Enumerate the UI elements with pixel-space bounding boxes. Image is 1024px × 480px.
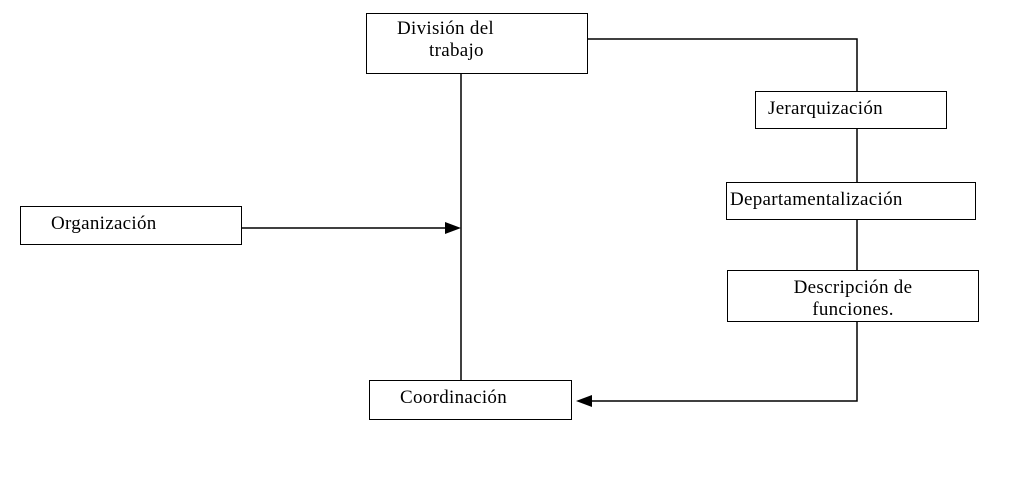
connector-division-jerarquizacion — [588, 38, 858, 91]
node-coordinacion: Coordinación — [369, 380, 572, 420]
node-coordinacion-label: Coordinación — [400, 387, 508, 408]
node-division-line1: División del — [397, 18, 495, 39]
connector-descripcion-coordinacion — [592, 322, 858, 402]
node-division-del-trabajo: División del trabajo — [366, 13, 588, 74]
node-departamentalizacion-label: Departamentalización — [730, 189, 903, 210]
node-jerarquizacion-label: Jerarquización — [768, 98, 883, 119]
arrowhead-coordinacion — [576, 395, 592, 407]
node-departamentalizacion: Departamentalización — [726, 182, 976, 220]
node-division-line2: trabajo — [429, 40, 484, 61]
node-organizacion-label: Organización — [51, 213, 157, 234]
node-organizacion: Organización — [20, 206, 242, 245]
node-descripcion-de-funciones: Descripción de funciones. — [727, 270, 979, 322]
arrowhead-organizacion — [445, 222, 461, 234]
node-descripcion-line2: funciones. — [812, 299, 894, 320]
node-jerarquizacion: Jerarquización — [755, 91, 947, 129]
node-descripcion-line1: Descripción de — [793, 277, 913, 298]
